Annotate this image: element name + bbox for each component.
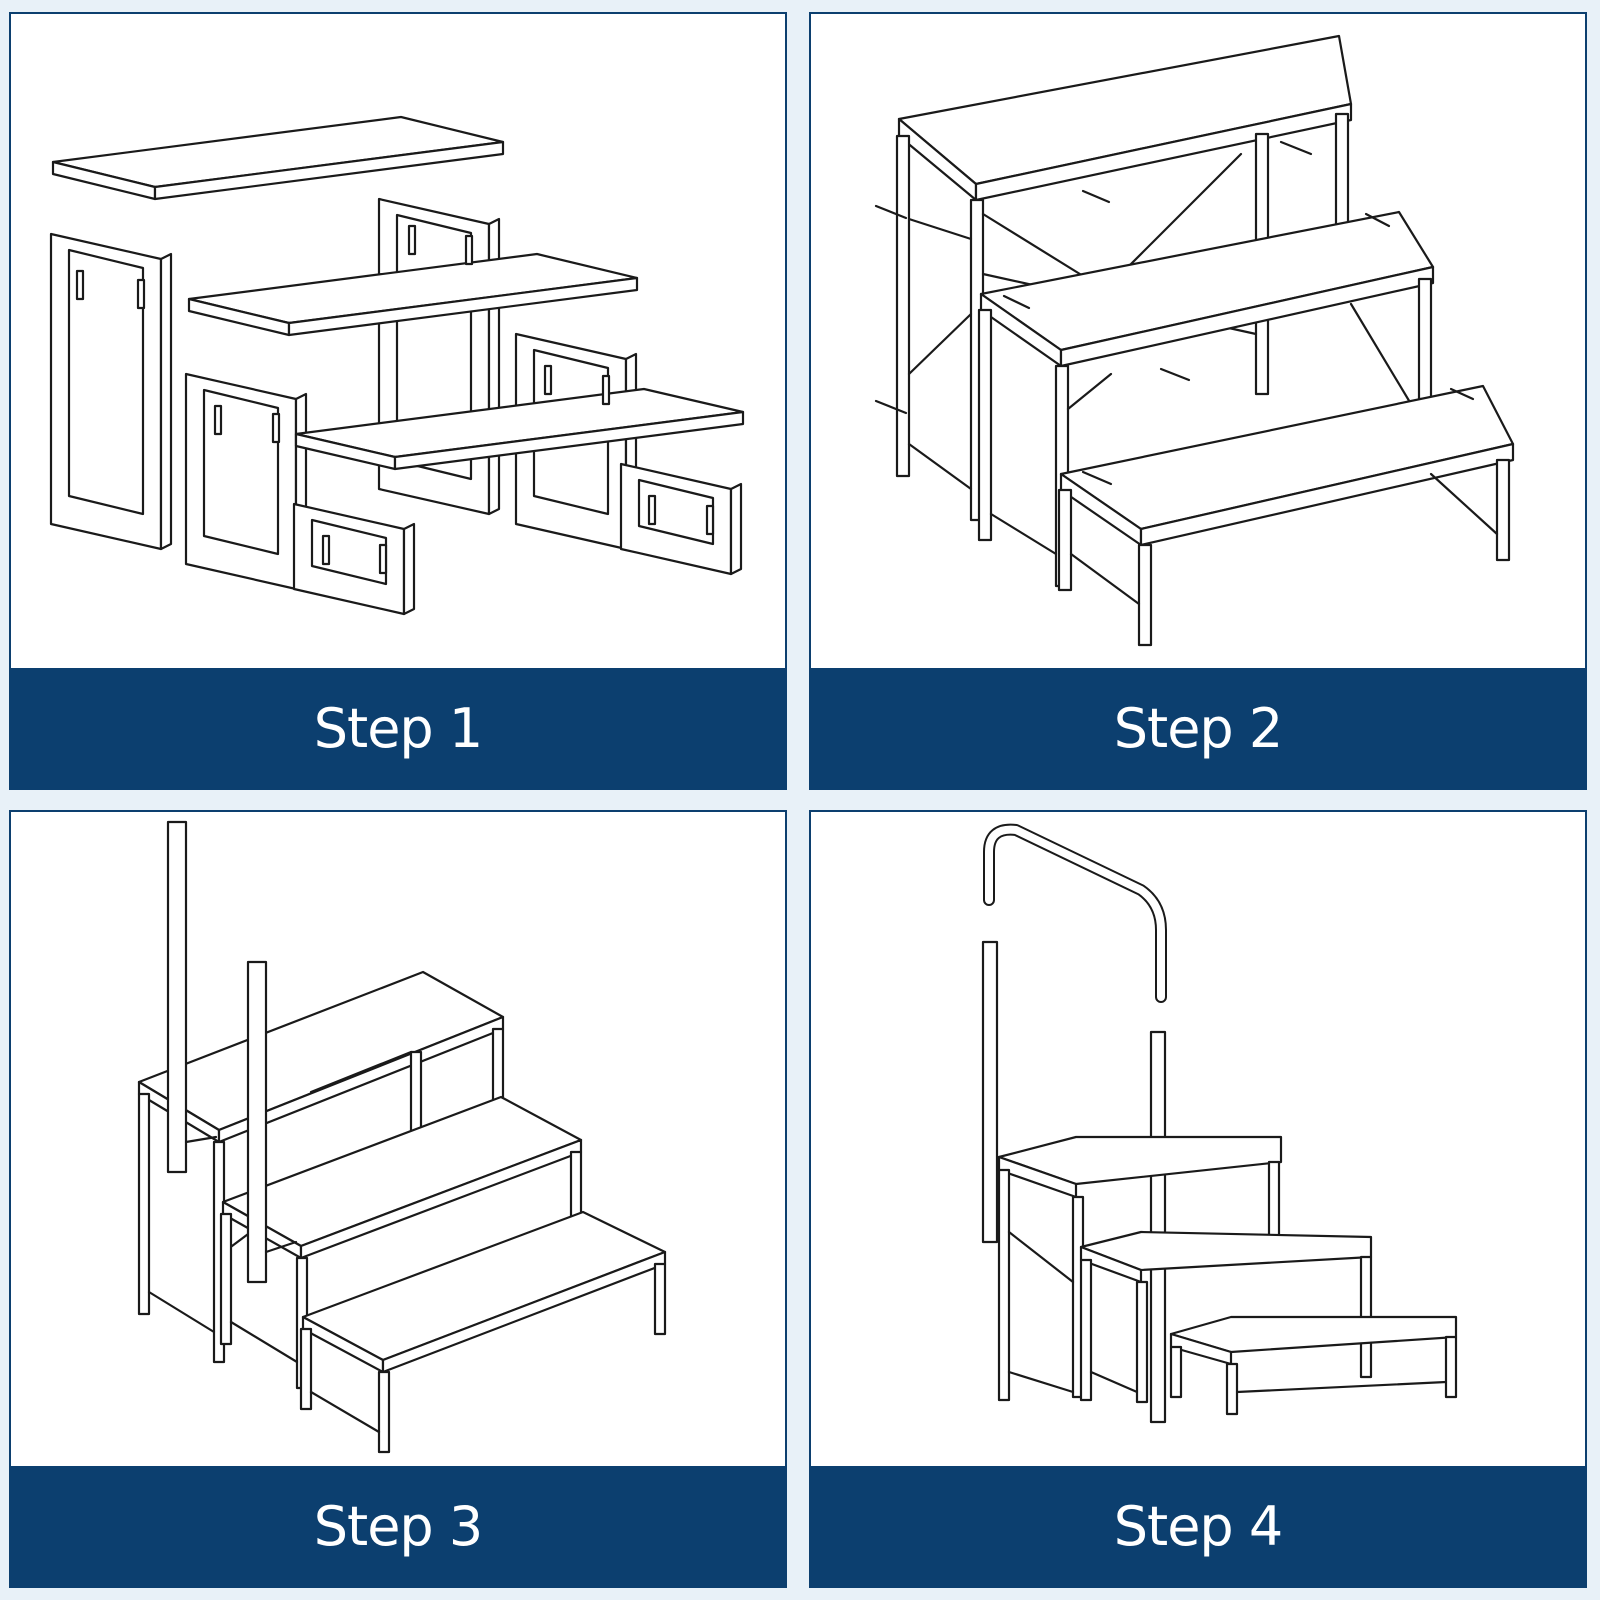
step-2-frame-assembly-illustration (874, 34, 1515, 647)
step-4-caption: Step 4 (811, 1466, 1585, 1586)
step-2-caption: Step 2 (811, 668, 1585, 788)
step-1-caption: Step 1 (11, 668, 785, 788)
step-3-panel: Step 3 (9, 810, 787, 1588)
step-4-handrail-install-illustration (981, 823, 1458, 1424)
step-1-panel: Step 1 (9, 12, 787, 790)
step-1-exploded-parts-illustration (49, 115, 745, 616)
step-2-panel: Step 2 (809, 12, 1587, 790)
step-4-panel: Step 4 (809, 810, 1587, 1588)
step-3-caption: Step 3 (11, 1466, 785, 1586)
step-3-post-install-illustration (137, 820, 667, 1454)
